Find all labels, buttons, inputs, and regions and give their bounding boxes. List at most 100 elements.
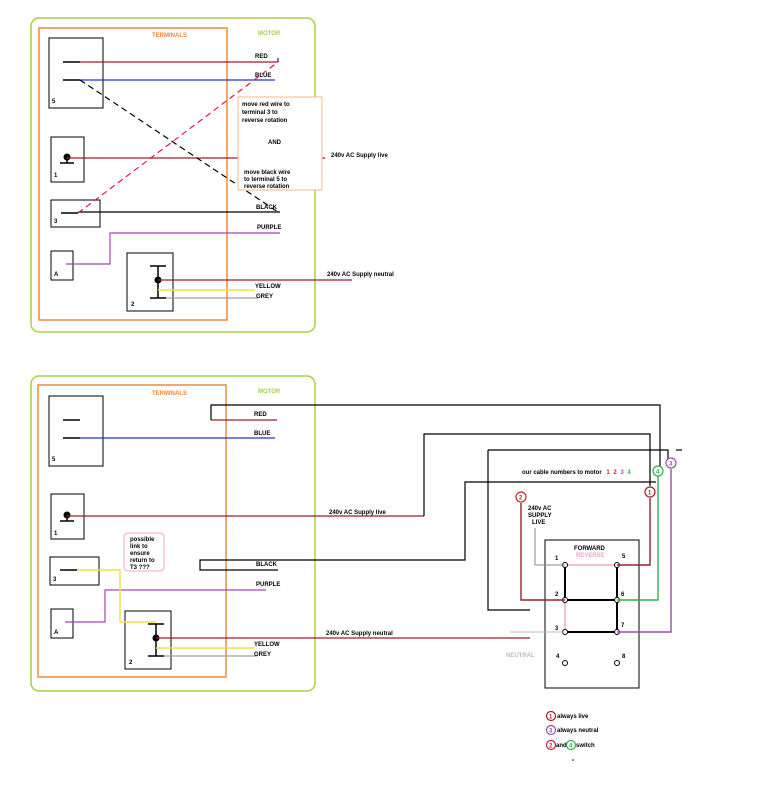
switch-neutral: NEUTRAL [506, 653, 535, 659]
cable-circle-2-num: 2 [519, 496, 523, 502]
bottom-cable-run-3 [487, 450, 530, 611]
switch-supply-live-wire [534, 528, 565, 566]
top-note-box [237, 96, 323, 191]
cable-3-purple-wire [617, 469, 672, 633]
top-terminal-1-num: 1 [54, 173, 58, 179]
top-note-line3: reverse rotation [242, 118, 288, 124]
bottom-cable-run-4 [488, 449, 669, 463]
bottom-terminals-label: TERMINALS [152, 391, 187, 397]
bottom-diagram: MOTOR TERMINALS 5 1 3 A 2 RED BLUE 24 [30, 375, 682, 761]
top-purple-wire [66, 232, 280, 265]
bottom-link-note-line4: return to [130, 558, 155, 564]
switch-terminal-8 [614, 660, 620, 666]
switch-forward: FORWARD [574, 546, 606, 552]
top-purple-label: PURPLE [257, 225, 281, 231]
bottom-terminals-box [37, 384, 227, 678]
bottom-yellow-link [77, 569, 156, 623]
legend-neutral-text: always neutral [557, 728, 599, 734]
top-note-line5: to terminal 5 to [244, 177, 287, 183]
top-supply-neutral: 240v AC Supply neutral [327, 272, 394, 278]
bottom-link-note-line2: link to [130, 544, 148, 550]
top-yellow-label: YELLOW [255, 284, 281, 290]
bottom-terminal-a [50, 608, 74, 639]
switch-supply-line1: 240v AC [528, 506, 552, 512]
top-terminal-2 [126, 252, 174, 312]
cable-circle-4-num: 4 [656, 470, 660, 476]
bottom-cable-live-run [423, 433, 651, 516]
bottom-supply-neutral: 240v AC Supply neutral [326, 631, 393, 637]
top-terminal-5-num: 5 [52, 99, 56, 105]
bottom-terminal-3 [49, 556, 100, 586]
switch-pin-7: 7 [621, 623, 625, 629]
bottom-link-note-line1: possible [130, 537, 155, 543]
bottom-purple-label: PURPLE [256, 582, 280, 588]
bottom-terminal-a-num: A [54, 630, 59, 636]
top-terminal-3-num: 3 [54, 219, 58, 225]
switch-pin-6: 6 [621, 592, 625, 598]
cable-circle-3: 3 [665, 457, 677, 469]
bottom-link-note-line3: ensure [130, 551, 150, 557]
cable-circle-3-num: 3 [669, 462, 673, 468]
switch-pin-4: 4 [556, 654, 560, 660]
cable-circle-1: 1 [644, 486, 656, 498]
switch-pin-3: 3 [555, 626, 559, 632]
legend-switch-circle-a [545, 739, 557, 751]
bottom-cable-n2: 2 [613, 470, 617, 476]
cable-2-red-wire [520, 503, 565, 601]
legend-switch-text: switch [576, 743, 595, 749]
bottom-terminal-1-num: 1 [54, 531, 58, 537]
bottom-purple-wire [65, 589, 266, 623]
top-note-line6: reverse rotation [244, 184, 290, 190]
top-terminals-box [38, 27, 228, 321]
legend-live-circle [545, 710, 557, 722]
switch-box [544, 539, 640, 689]
top-diagram: MOTOR TERMINALS 5 1 3 A 2 RED BLUE [30, 17, 394, 333]
bottom-terminal-5-num: 5 [52, 457, 56, 463]
top-dashed-red-move [77, 61, 279, 214]
switch-supply-line3: LIVE [532, 520, 545, 526]
bottom-motor-label: MOTOR [258, 389, 281, 395]
top-note-line2: terminal 3 to [242, 110, 278, 116]
top-terminals-label: TERMINALS [152, 33, 187, 39]
switch-terminal-4 [562, 660, 568, 666]
bottom-cable-red-run [210, 404, 661, 470]
top-supply-live: 240v AC Supply live [331, 153, 388, 159]
legend-switch-and: and [556, 743, 567, 749]
bottom-terminal-2-num: 2 [129, 660, 133, 666]
top-terminal-a-num: A [54, 272, 59, 278]
legend-live-text: always live [557, 714, 589, 720]
cable-circle-2: 2 [515, 491, 527, 503]
switch-supply-line2: SUPPLY [528, 513, 551, 519]
top-blue-label: BLUE [255, 73, 271, 79]
top-black-label: BLACK [256, 205, 278, 211]
top-red-label: RED [255, 54, 268, 60]
bottom-grey-label: GREY [254, 652, 271, 658]
bottom-black-wire [199, 481, 656, 571]
cable-circle-1-num: 1 [648, 491, 652, 497]
bottom-link-note-line5: T3 ??? [130, 565, 150, 571]
bottom-cable-n4: 4 [627, 470, 631, 476]
top-note-and: AND [268, 140, 282, 146]
top-motor-label: MOTOR [258, 31, 281, 37]
cable-4-green-wire [617, 476, 659, 601]
switch-pin-2: 2 [555, 592, 559, 598]
legend-dot [572, 759, 574, 761]
bottom-black-label: BLACK [256, 562, 278, 568]
bottom-supply-live: 240v AC Supply live [329, 510, 386, 516]
top-terminal-a [50, 250, 74, 281]
bottom-cable-numbers-label: our cable numbers to motor [522, 470, 602, 476]
legend: 1 always live 3 always neutral 2 and 4 s… [545, 710, 599, 761]
top-terminal-2-num: 2 [131, 302, 135, 308]
bottom-blue-label: BLUE [254, 431, 270, 437]
cable-circle-4: 4 [652, 465, 664, 477]
bottom-link-note-box [123, 532, 165, 572]
bottom-terminal-5 [48, 395, 104, 467]
bottom-link-note: possible link to ensure return to T3 ??? [130, 537, 156, 571]
legend-switch-circle-b [565, 739, 577, 751]
top-note: move red wire to terminal 3 to reverse r… [242, 102, 292, 190]
top-grey-label: GREY [256, 294, 273, 300]
switch-pin-5: 5 [622, 554, 626, 560]
switch-supply-live: 240v AC SUPPLY LIVE [528, 506, 553, 526]
legend-neutral-circle [545, 724, 557, 736]
